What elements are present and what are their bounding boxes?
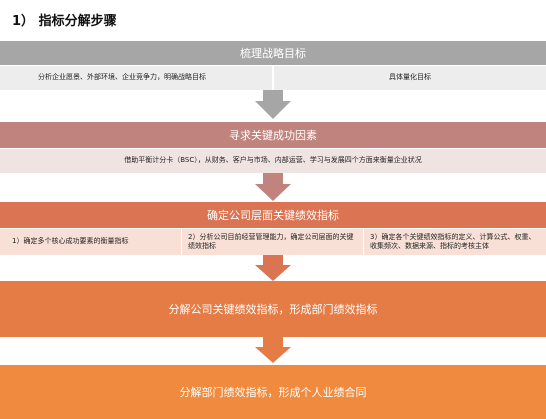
step-3-detail-3-text: 3）确定各个关键绩效指标的定义、计算公式、权重、收集频次、数据来源、指标的考核主… [370,232,536,250]
step-1-detail-2: 具体量化目标 [274,66,546,90]
step-1-detail-1-text: 分析企业愿景、外部环境、企业竞争力，明确战略目标 [38,73,206,82]
arrow-3-head [255,265,291,281]
section-heading: 1） 指标分解步骤 [12,14,117,29]
step-1-bar: 梳理战略目标 [0,41,546,65]
step-3-title: 确定公司层面关键绩效指标 [207,209,339,222]
arrow-2-head [255,184,291,201]
arrow-1-head [255,101,291,119]
step-4-title: 分解公司关键绩效指标，形成部门绩效指标 [168,303,378,316]
step-3-detail-1: 1）确定多个核心成功要素的衡量指标 [0,229,181,255]
step-2-detail-text: 借助平衡计分卡（BSC），从财务、客户与市场、内部运营、学习与发展四个方面来衡量… [124,156,422,165]
arrow-3-stem [263,255,283,265]
arrow-4-stem [263,337,283,347]
step-2-bar: 寻求关键成功因素 [0,122,546,148]
step-3-bar: 确定公司层面关键绩效指标 [0,202,546,228]
step-5-bar: 分解部门绩效指标，形成个人业绩合同 [0,365,546,419]
step-5-title: 分解部门绩效指标，形成个人业绩合同 [179,386,367,399]
step-1-detail-1: 分析企业愿景、外部环境、企业竞争力，明确战略目标 [0,66,272,90]
step-3-detail-3: 3）确定各个关键绩效指标的定义、计算公式、权重、收集频次、数据来源、指标的考核主… [364,229,546,255]
step-2-detail: 借助平衡计分卡（BSC），从财务、客户与市场、内部运营、学习与发展四个方面来衡量… [0,149,546,173]
step-4-bar: 分解公司关键绩效指标，形成部门绩效指标 [0,281,546,337]
step-3-detail-2: 2）分析公司目前经营管理能力，确定公司层面的关键绩效指标 [182,229,363,255]
step-2-title: 寻求关键成功因素 [229,129,317,142]
step-3-detail-2-text: 2）分析公司目前经营管理能力，确定公司层面的关键绩效指标 [188,232,354,250]
arrow-2-stem [263,173,283,184]
step-3-detail-1-text: 1）确定多个核心成功要素的衡量指标 [12,237,129,246]
step-1-detail-2-text: 具体量化目标 [389,73,431,82]
step-1-title: 梳理战略目标 [240,47,306,60]
arrow-4-head [255,347,291,363]
arrow-1-stem [263,90,283,101]
